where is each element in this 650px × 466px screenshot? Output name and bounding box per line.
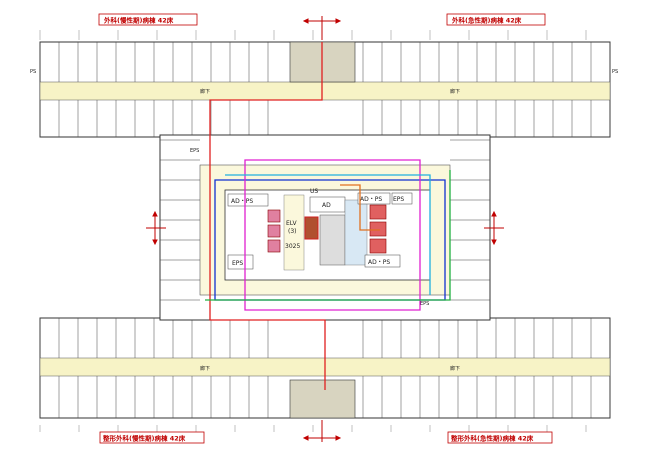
top-wing: 廊下 廊下 PS PS [30,41,618,138]
corridor-label-top-right: 廊下 [450,88,460,95]
ad-label: AD [322,202,331,209]
svg-text:整形外科(急性期)病棟 42床: 整形外科(急性期)病棟 42床 [451,434,534,443]
bottom-wing: 廊下 廊下 [39,317,611,419]
ps-label: PS [612,69,618,75]
ps-label: PS [30,69,36,75]
ward-label-bottom-right: 整形外科(急性期)病棟 42床 [447,431,553,444]
piping-routes [205,42,451,390]
corridor-label-bottom-right: 廊下 [450,365,460,372]
ward-label-bottom-left: 整形外科(慢性期)病棟 42床 [99,431,205,444]
us-label: US [310,188,318,195]
compartment-arrows [146,16,504,442]
elevators-left [267,209,281,253]
ward-label-top-right: 外科(急性期)病棟 42床 [446,13,546,26]
ad-ps-label-left: AD・PS [231,198,253,205]
eps-label-right: EPS [393,196,404,203]
arrow-left [146,210,166,246]
svg-text:外科(慢性期)病棟 42床: 外科(慢性期)病棟 42床 [104,16,174,25]
grid-axes [39,30,587,432]
arrow-top [302,16,342,40]
ward-label-top-left: 外科(慢性期)病棟 42床 [98,13,198,26]
elv-size: 3025 [285,243,300,250]
eps-label-upper: EPS [190,148,199,154]
elevators-right [369,204,387,254]
ad-ps-label-right-top: AD・PS [360,196,382,203]
eps-label-left: EPS [232,260,243,267]
corridor-label-top-left: 廊下 [200,88,210,95]
elv-label: ELV [286,220,297,227]
arrow-right [484,210,504,246]
svg-text:外科(急性期)病棟 42床: 外科(急性期)病棟 42床 [452,16,522,25]
eps-label-lower: EPS [420,301,429,307]
ad-ps-label-right-bottom: AD・PS [368,259,390,266]
corridor-label-bottom-left: 廊下 [200,365,210,372]
svg-text:整形外科(慢性期)病棟 42床: 整形外科(慢性期)病棟 42床 [103,434,186,443]
arrow-bottom [302,420,342,442]
elv-count: (3) [288,228,297,235]
